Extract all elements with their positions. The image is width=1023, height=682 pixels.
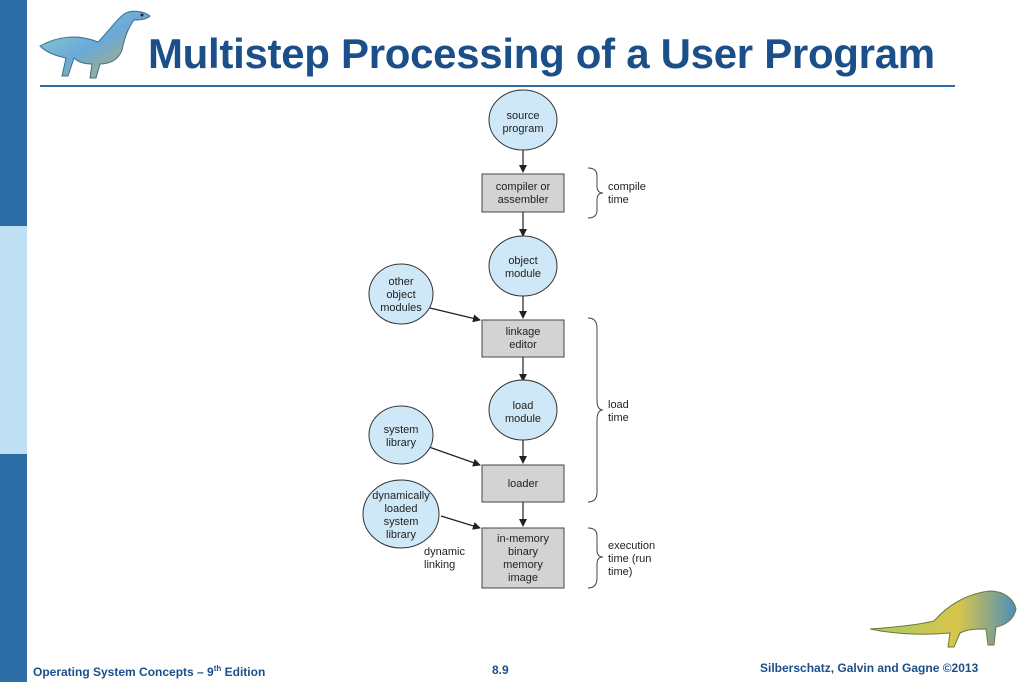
footer-page-number: 8.9 bbox=[492, 663, 509, 677]
svg-text:loader: loader bbox=[508, 478, 539, 490]
title-underline bbox=[40, 85, 955, 87]
edge-other-modules-to-linkage-editor bbox=[429, 307, 481, 323]
dinosaur-logo-bottom-icon bbox=[869, 590, 1017, 648]
slide-sidebar bbox=[0, 0, 27, 682]
edge-dynamic-library-to-memory-image bbox=[440, 515, 481, 530]
node-loader: loader bbox=[481, 464, 565, 503]
sidebar-segment-middle bbox=[0, 226, 27, 454]
footer-copyright: Silberschatz, Galvin and Gagne ©2013 bbox=[760, 661, 979, 675]
sidebar-segment-bottom bbox=[0, 454, 27, 682]
footer-course-title: Operating System Concepts – 9th Edition bbox=[33, 664, 266, 679]
slide-title: Multistep Processing of a User Program bbox=[148, 30, 935, 77]
dinosaur-logo-icon bbox=[39, 10, 151, 79]
sidebar-segment-top bbox=[0, 0, 27, 226]
edge-system-library-to-loader bbox=[428, 446, 481, 467]
